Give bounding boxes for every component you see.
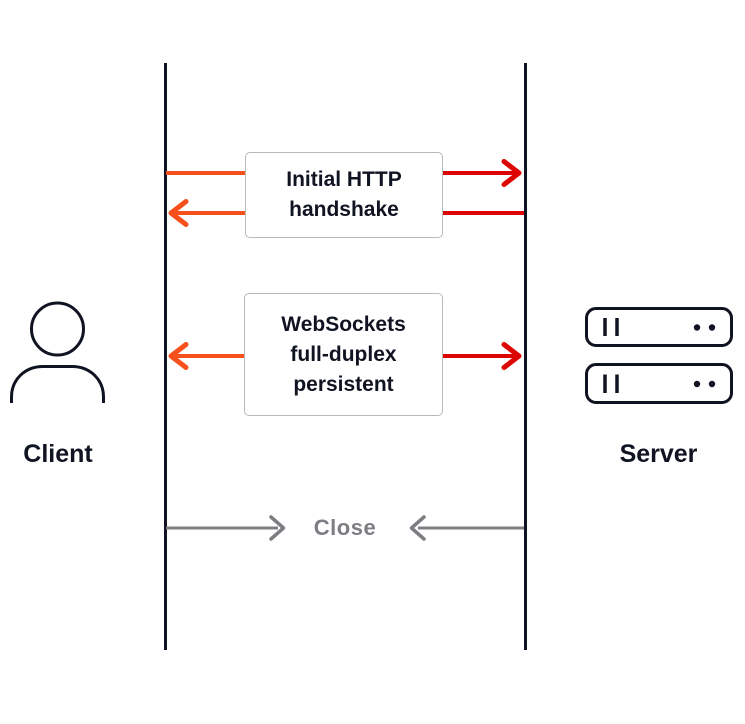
message-box-websocket: WebSockets full-duplex persistent bbox=[244, 293, 443, 416]
close-arrow-left bbox=[166, 515, 286, 541]
server-unit-1-led-icon bbox=[693, 324, 701, 331]
client-shoulders-icon bbox=[10, 365, 105, 403]
close-arrow-left-head-icon bbox=[269, 515, 286, 541]
close-arrow-right bbox=[409, 515, 524, 541]
arrow-websocket-duplex-right bbox=[443, 342, 522, 370]
arrow-websocket-right-head-icon bbox=[501, 342, 522, 370]
close-arrow-right-head-icon bbox=[409, 515, 426, 541]
close-label: Close bbox=[313, 515, 377, 540]
message-box-line: full-duplex bbox=[290, 342, 397, 366]
message-box-line: handshake bbox=[289, 198, 399, 221]
server-unit-2-led-icon bbox=[708, 380, 716, 388]
message-box-line: Initial HTTP bbox=[286, 168, 402, 191]
client-head-icon bbox=[30, 301, 85, 357]
server-label: Server bbox=[619, 440, 698, 468]
server-icon bbox=[585, 307, 733, 404]
arrow-websocket-left-head-icon bbox=[168, 342, 189, 370]
arrow-http-request-head-icon bbox=[501, 159, 522, 187]
client-label: Client bbox=[23, 440, 93, 468]
server-unit-1 bbox=[585, 307, 733, 347]
server-unit-2-led-icon bbox=[693, 380, 701, 388]
arrow-http-response-head-icon bbox=[168, 199, 189, 227]
message-box-http-handshake: Initial HTTP handshake bbox=[245, 152, 443, 238]
client-icon bbox=[10, 301, 105, 403]
server-unit-1-led-icon bbox=[708, 324, 716, 331]
message-box-line: WebSockets bbox=[281, 312, 406, 336]
arrow-http-response bbox=[168, 199, 524, 227]
message-box-line: persistent bbox=[293, 372, 394, 396]
arrow-http-request bbox=[166, 159, 522, 187]
server-unit-2 bbox=[585, 363, 733, 404]
arrow-websocket-duplex-left bbox=[168, 342, 244, 370]
